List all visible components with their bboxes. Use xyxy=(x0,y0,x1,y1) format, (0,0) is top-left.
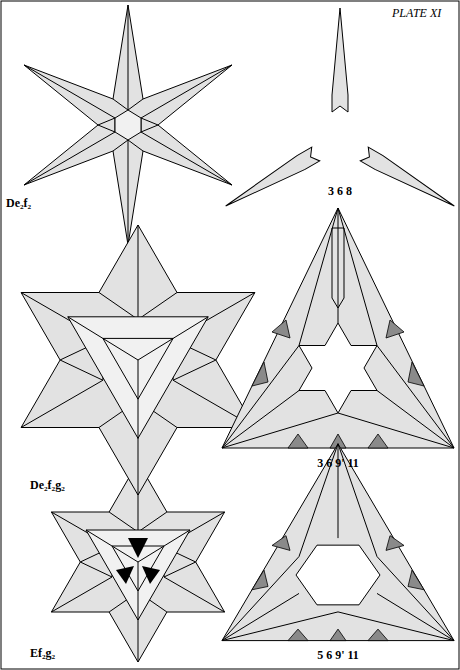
face-numbers: 5 6 9' 11 xyxy=(317,648,359,662)
figure-symbol: De₂f₂g₂ xyxy=(30,478,65,492)
face-numbers: 3 6 8 xyxy=(328,184,352,198)
figure-symbol: De₂f₂ xyxy=(6,196,31,210)
plate-title: PLATE XI xyxy=(392,6,441,20)
figure-symbol: Ef₂g₂ xyxy=(30,646,55,660)
face-numbers: 3 6 9' 11 xyxy=(317,456,359,470)
